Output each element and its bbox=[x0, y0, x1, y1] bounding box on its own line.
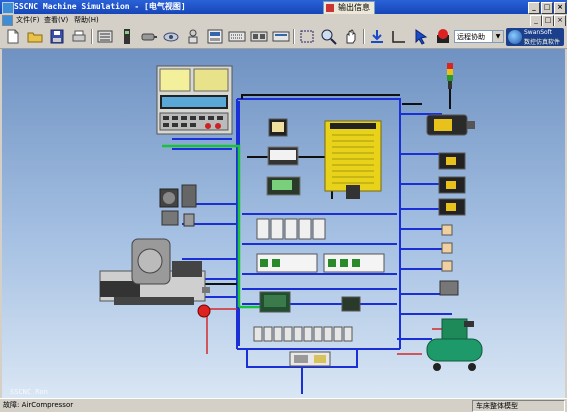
pressure-switch[interactable] bbox=[439, 280, 459, 296]
menu-bar: 文件(F) 查看(V) 帮助(H) _ □ × bbox=[0, 14, 567, 27]
output-info-tab[interactable]: 输出信息 bbox=[323, 1, 375, 15]
window-title: SSCNC Machine Simulation - [电气视图] bbox=[14, 2, 186, 11]
servo-drive[interactable] bbox=[324, 120, 382, 199]
motor-icon[interactable] bbox=[140, 28, 158, 45]
spindle-motor[interactable] bbox=[426, 114, 475, 136]
zoom-icon[interactable] bbox=[320, 28, 338, 45]
cnc-lathe[interactable] bbox=[99, 238, 210, 305]
toolbar: 远程协助 ▼ SwanSoft 数控仿真软件 bbox=[0, 26, 567, 49]
bottom-power-module[interactable] bbox=[289, 351, 331, 367]
module-icon[interactable] bbox=[250, 28, 268, 45]
select-rect-icon[interactable] bbox=[298, 28, 316, 45]
feed-motor-z[interactable] bbox=[438, 198, 466, 216]
io-module-icon[interactable] bbox=[228, 28, 246, 45]
app-icon bbox=[2, 2, 14, 14]
terminal-row-2[interactable] bbox=[256, 253, 385, 273]
fan-unit[interactable] bbox=[159, 188, 179, 208]
mdi-restore-button[interactable]: □ bbox=[542, 15, 554, 27]
terminal-row-1[interactable] bbox=[256, 218, 326, 240]
valve-unit[interactable] bbox=[161, 210, 195, 227]
minimize-button[interactable]: _ bbox=[528, 2, 540, 14]
pan-hand-icon[interactable] bbox=[342, 28, 360, 45]
swansoft-logo: SwanSoft 数控仿真软件 bbox=[506, 28, 564, 46]
model-status: 车床整体模型 bbox=[472, 400, 565, 412]
document-icon[interactable] bbox=[2, 15, 13, 26]
contactor-module[interactable] bbox=[267, 146, 299, 166]
status-bar: 故障: AirCompressor 车床整体模型 bbox=[0, 398, 567, 412]
fault-status: 故障: AirCompressor bbox=[3, 401, 74, 409]
sensor-right-2[interactable] bbox=[441, 242, 453, 254]
title-bar: SSCNC Machine Simulation - [电气视图] 输出信息 _… bbox=[0, 0, 567, 15]
relay-icon[interactable] bbox=[118, 28, 136, 45]
maximize-button[interactable]: □ bbox=[541, 2, 553, 14]
menu-view[interactable]: 查看(V) bbox=[44, 16, 69, 24]
drive-icon[interactable] bbox=[272, 28, 290, 45]
remote-assist-dropdown[interactable]: 远程协助 ▼ bbox=[454, 30, 504, 43]
pump-unit[interactable] bbox=[181, 184, 197, 208]
print-icon[interactable] bbox=[70, 28, 88, 45]
canvas-watermark: SSCNC Ron bbox=[10, 388, 48, 396]
power-supply-icon[interactable] bbox=[184, 28, 202, 45]
menu-help[interactable]: 帮助(H) bbox=[74, 16, 99, 24]
breaker-row[interactable] bbox=[253, 326, 353, 342]
signal-tower-light[interactable] bbox=[447, 63, 453, 89]
chevron-down-icon[interactable]: ▼ bbox=[492, 31, 503, 42]
emergency-stop-button[interactable] bbox=[197, 304, 211, 318]
sensor-icon[interactable] bbox=[162, 28, 180, 45]
io-board[interactable] bbox=[259, 291, 361, 313]
sensor-right-3[interactable] bbox=[441, 260, 453, 272]
save-icon[interactable] bbox=[48, 28, 66, 45]
wiring-diagram bbox=[99, 63, 483, 394]
output-info-icon bbox=[326, 4, 334, 12]
close-button[interactable]: × bbox=[554, 2, 566, 14]
sensor-right-1[interactable] bbox=[441, 224, 453, 236]
emergency-stop-icon[interactable] bbox=[434, 28, 452, 45]
new-file-icon[interactable] bbox=[4, 28, 22, 45]
pointer-icon[interactable] bbox=[412, 28, 430, 45]
electrical-view-canvas[interactable]: SSCNC Ron bbox=[2, 49, 565, 398]
feed-motor-x[interactable] bbox=[438, 152, 466, 170]
cnc-controller-panel[interactable] bbox=[156, 65, 233, 135]
air-compressor[interactable] bbox=[426, 318, 483, 371]
output-info-label: 输出信息 bbox=[338, 3, 370, 12]
open-folder-icon[interactable] bbox=[26, 28, 44, 45]
brand-name-cn: 数控仿真软件 bbox=[524, 39, 561, 46]
brand-name-en: SwanSoft bbox=[524, 29, 553, 36]
line-tool-icon[interactable] bbox=[390, 28, 408, 45]
menu-file[interactable]: 文件(F) bbox=[16, 16, 40, 24]
download-icon[interactable] bbox=[368, 28, 386, 45]
feed-motor-y[interactable] bbox=[438, 176, 466, 194]
relay-module-top[interactable] bbox=[268, 118, 288, 137]
remote-assist-value: 远程协助 bbox=[457, 33, 485, 41]
panel-view-icon[interactable] bbox=[206, 28, 224, 45]
display-module[interactable] bbox=[266, 176, 301, 196]
wiring-tool-icon[interactable] bbox=[96, 28, 114, 45]
swansoft-logo-icon bbox=[508, 30, 522, 44]
